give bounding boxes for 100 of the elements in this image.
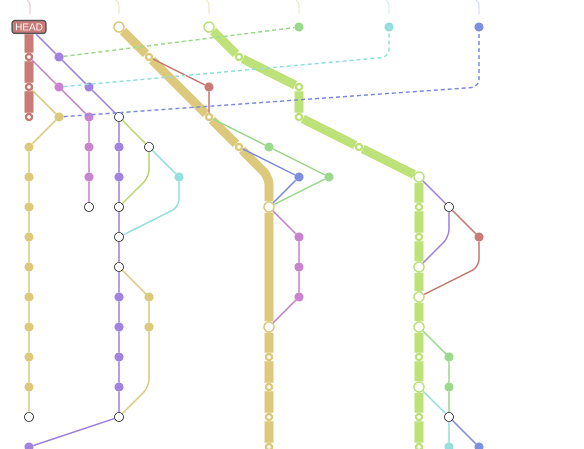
commit-dot <box>24 322 34 332</box>
branch-line <box>36 34 56 54</box>
commit-dot <box>203 21 215 33</box>
branch-line <box>414 302 424 322</box>
commit-dot <box>294 22 304 32</box>
branch-line <box>452 420 476 444</box>
branch-line <box>298 272 300 292</box>
commit-dot <box>413 291 425 303</box>
commit-dot <box>444 352 454 362</box>
branch-line <box>272 300 296 324</box>
branch-line <box>64 26 294 58</box>
commit-dot <box>84 172 94 182</box>
branch-line <box>118 182 120 202</box>
branch-line <box>210 28 240 58</box>
commit-dot <box>24 142 34 152</box>
branch-line <box>28 182 30 202</box>
commit-dot <box>263 201 275 213</box>
commit-dot <box>24 172 34 182</box>
branch-line <box>300 114 358 150</box>
commit-dot <box>384 22 394 32</box>
commit-dot <box>113 21 125 33</box>
branch-line <box>264 391 274 413</box>
commit-dot <box>84 142 94 152</box>
branch-line <box>148 56 210 118</box>
branch-line <box>212 118 266 146</box>
branch-line <box>118 242 120 262</box>
branch-line <box>28 302 30 322</box>
commit-dot <box>114 172 124 182</box>
commit-dot <box>413 171 425 183</box>
branch-line <box>64 32 480 118</box>
commit-dot <box>174 172 184 182</box>
branch-line <box>294 91 304 113</box>
branch-line <box>118 362 120 382</box>
branch-line <box>414 211 424 233</box>
branch-line <box>414 332 424 353</box>
branch-line <box>238 146 274 202</box>
branch-line <box>123 182 180 236</box>
branch-line <box>272 180 296 204</box>
commit-dot <box>294 262 304 272</box>
commit-dot <box>114 322 124 332</box>
commit-dot <box>413 381 425 393</box>
commit-dot <box>24 412 34 422</box>
branch-line <box>448 392 450 412</box>
branch-line <box>28 152 30 172</box>
commit-dot <box>474 232 484 242</box>
branch-line <box>62 60 86 84</box>
branch-line <box>424 242 480 296</box>
commit-dot <box>114 262 124 272</box>
commit-dot <box>24 262 34 272</box>
branch-line <box>360 144 416 178</box>
branch-line <box>31 59 56 84</box>
branch-line <box>88 122 90 142</box>
commit-dot <box>144 292 154 302</box>
commit-dot <box>144 142 154 152</box>
commit-dot <box>114 142 124 152</box>
branch-line <box>272 148 326 176</box>
branch-line <box>28 242 30 262</box>
commit-dot <box>204 82 214 92</box>
commit-dot <box>114 112 124 122</box>
commit-dot <box>413 261 425 273</box>
branch-line <box>152 150 176 174</box>
commit-dot <box>24 292 34 302</box>
branch-line <box>122 152 150 204</box>
branch-line <box>414 241 424 262</box>
branch-line <box>414 392 424 413</box>
commit-dot <box>24 382 34 392</box>
commit-dot <box>24 352 34 362</box>
branch-line <box>88 182 90 202</box>
branch-line <box>62 90 86 114</box>
branch-line <box>28 272 30 292</box>
branch-line <box>240 54 298 90</box>
commit-dot <box>114 382 124 392</box>
branch-line <box>118 302 120 322</box>
branch-line <box>272 210 296 234</box>
branch-line <box>118 212 120 232</box>
branch-line <box>28 212 30 232</box>
commit-dot <box>144 322 154 332</box>
commit-dot <box>54 82 64 92</box>
branch-line <box>33 418 115 446</box>
commit-dot <box>114 292 124 302</box>
branch-line <box>414 272 424 292</box>
branch-line <box>32 120 56 144</box>
branch-line <box>120 28 150 58</box>
branch-line <box>24 34 34 53</box>
branch-line <box>118 122 120 142</box>
commit-dot <box>294 232 304 242</box>
branch-line <box>208 116 240 148</box>
branch-line <box>264 332 274 353</box>
commit-dot <box>84 82 94 92</box>
branch-line <box>64 32 390 88</box>
branch-line <box>152 58 206 86</box>
branch-line <box>422 212 450 264</box>
commit-dot <box>54 52 64 62</box>
branch-line <box>414 182 424 203</box>
branch-line <box>92 90 116 114</box>
commit-dot <box>413 321 425 333</box>
commit-dot <box>444 202 454 212</box>
branch-line <box>28 332 30 352</box>
branch-line <box>414 421 424 443</box>
commit-dot <box>263 321 275 333</box>
